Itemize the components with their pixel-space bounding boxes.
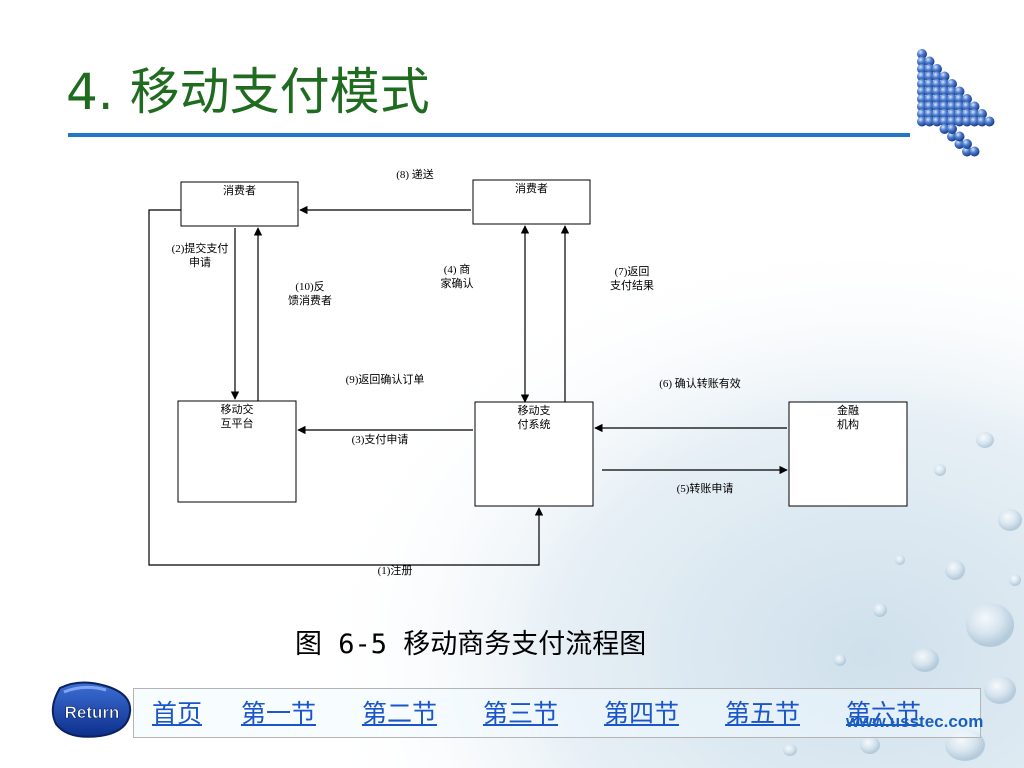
nav-link-home[interactable]: 首页: [152, 701, 203, 728]
label-mobile-platform: 移动交 互平台: [220, 404, 254, 430]
arrow-step1: [148, 209, 544, 566]
diagram-lines: [148, 179, 908, 566]
return-button[interactable]: Return: [50, 680, 134, 740]
label-payment-system: 移动支 付系统: [517, 405, 551, 431]
nav-link-section-2[interactable]: 第二节: [362, 701, 438, 728]
label-financial-institution: 金融 机构: [837, 405, 859, 431]
label-consumer-left: 消费者: [223, 185, 256, 197]
box-payment-system: [474, 401, 594, 507]
nav-link-section-1[interactable]: 第一节: [241, 701, 317, 728]
title-underline: [68, 133, 910, 137]
nav-link-section-4[interactable]: 第四节: [604, 701, 680, 728]
label-step5: (5)转账申请: [676, 483, 734, 495]
nav-link-section-6[interactable]: 第六节: [846, 701, 922, 728]
label-step3: (3)支付申请: [351, 434, 409, 446]
navigation-bar: [133, 688, 981, 738]
label-step6: (6) 确认转账有效: [659, 378, 741, 390]
nav-link-section-3[interactable]: 第三节: [483, 701, 559, 728]
slide-title: 4. 移动支付模式: [66, 63, 430, 121]
box-consumer-right: [472, 179, 591, 225]
label-step2: (2)提交支付 申请: [171, 243, 229, 269]
nav-link-section-5[interactable]: 第五节: [725, 701, 801, 728]
label-step10: (10)反 馈消费者: [288, 281, 332, 307]
label-step8: (8) 递送: [396, 169, 434, 181]
box-financial-institution: [788, 401, 908, 507]
cursor-arrow-logo: [917, 49, 995, 157]
site-url: www.usstec.com: [846, 712, 984, 731]
return-button-label: Return: [65, 703, 120, 722]
box-consumer-left: [180, 181, 299, 227]
label-consumer-right: 消费者: [515, 183, 548, 195]
label-step1: (1)注册: [377, 565, 413, 577]
box-mobile-platform: [177, 400, 297, 503]
label-step7: (7)返回 支付结果: [610, 266, 654, 292]
label-step4: (4) 商 家确认: [440, 264, 474, 290]
figure-caption: 图 6-5 移动商务支付流程图: [295, 629, 647, 660]
payment-flow-diagram: 消费者 消费者 移动交 互平台 移动支 付系统 金融 机构 (8) 递送 (2)…: [140, 160, 920, 590]
label-step9: (9)返回确认订单: [345, 374, 425, 386]
